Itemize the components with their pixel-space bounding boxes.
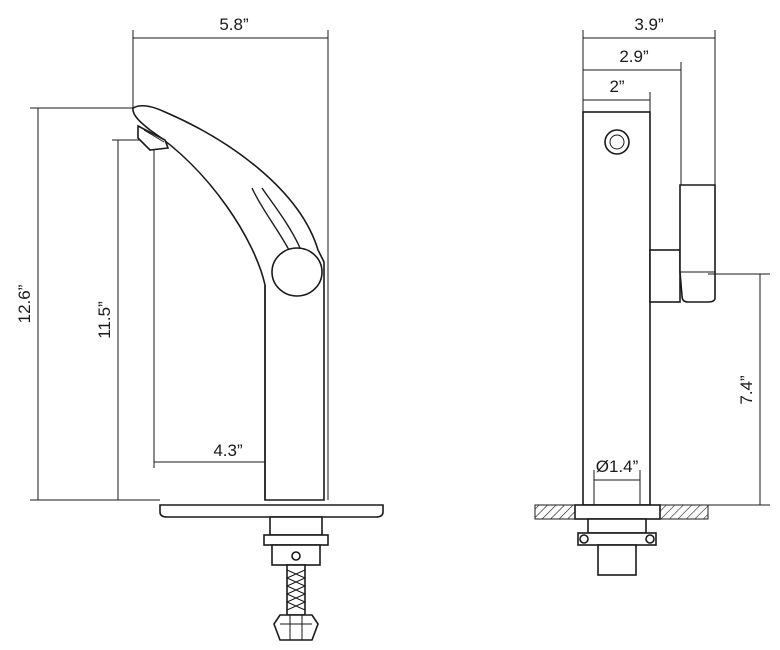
- countertop-section-right: [659, 504, 709, 520]
- dim-width-total-label: 5.8”: [219, 15, 249, 34]
- aerator-inner: [609, 134, 625, 150]
- dim-base-diameter-label: Ø1.4”: [596, 457, 639, 476]
- front-view: 5.8” 12.6” 11.5” 4.3”: [15, 15, 384, 641]
- faucet-body: [132, 104, 325, 501]
- faucet-body-side: [582, 111, 651, 506]
- aerator-detail: [143, 129, 165, 143]
- mounting-washer: [263, 534, 329, 546]
- base-plate-side: [574, 504, 661, 520]
- mounting-bolt-left: [579, 534, 589, 544]
- base-plate: [159, 504, 384, 518]
- mounting-nut-side: [587, 518, 647, 534]
- mounting-bolt-right: [645, 534, 655, 544]
- countertop-section-left: [534, 504, 576, 520]
- dim-spout-height-label: 11.5”: [95, 301, 114, 339]
- dim-handle-depth-label: 2.9”: [619, 47, 649, 66]
- spout-aerator: [137, 124, 170, 151]
- dim-handle-height-label: 7.4”: [737, 375, 756, 405]
- handle-slot: [261, 187, 301, 249]
- dim-spout-reach-label: 4.3”: [213, 441, 243, 460]
- aerator-side: [604, 129, 630, 155]
- side-view: 3.9” 2.9” 2” 7.4” Ø1.4”: [534, 15, 770, 576]
- mounting-screw: [291, 551, 301, 561]
- handle-knob: [271, 247, 323, 297]
- mounting-nut: [269, 516, 323, 536]
- mounting-shank-side: [597, 544, 637, 576]
- dim-body-depth-label: 2”: [609, 77, 624, 96]
- dim-height-total-label: 12.6”: [15, 284, 34, 323]
- dim-depth-total-label: 3.9”: [634, 15, 664, 34]
- handle-lever-side: [679, 184, 716, 303]
- hose-fitting: [273, 614, 319, 641]
- hose-braid: [286, 569, 306, 611]
- handle-base-side: [649, 249, 681, 303]
- handle-lever: [251, 187, 291, 253]
- mounting-washer-side: [577, 532, 657, 546]
